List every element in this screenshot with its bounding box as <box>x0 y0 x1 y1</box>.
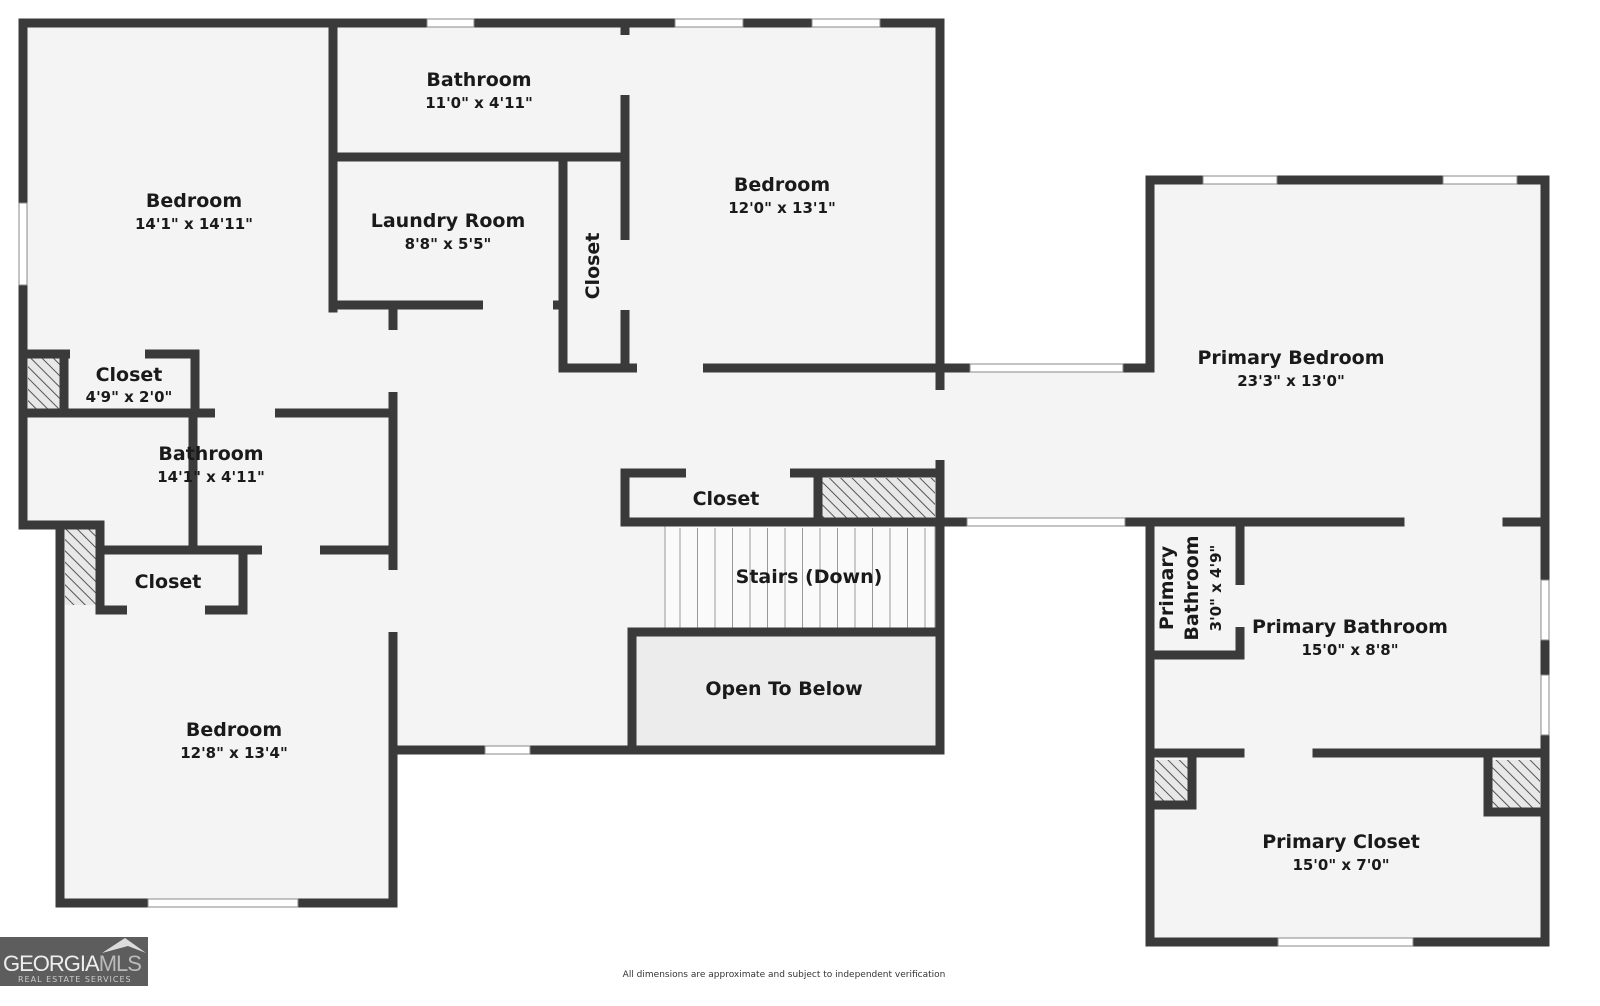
room-dims: 4'9" x 2'0" <box>86 388 173 406</box>
logo-text: GEORGIA <box>3 951 100 976</box>
room-name: Primary <box>1156 545 1178 630</box>
floors <box>23 23 1545 942</box>
room-name: Closet <box>96 364 163 386</box>
room-dims: 11'0" x 4'11" <box>425 94 533 112</box>
room-dims: 14'1" x 14'11" <box>135 215 253 233</box>
room-name: Closet <box>135 571 202 593</box>
disclaimer: All dimensions are approximate and subje… <box>622 970 946 980</box>
room-dims: 3'0" x 4'9" <box>1207 545 1225 632</box>
room-name: Bathroom <box>426 69 531 91</box>
room-name: Open To Below <box>705 678 862 700</box>
room-name: Primary Bathroom <box>1252 616 1448 638</box>
room-dims: 8'8" x 5'5" <box>405 235 492 253</box>
room-dims: 23'3" x 13'0" <box>1237 372 1345 390</box>
stairs <box>664 525 936 633</box>
room-dims: 14'1" x 4'11" <box>157 468 265 486</box>
room-name: Bathroom <box>158 443 263 465</box>
room-dims: 12'0" x 13'1" <box>728 199 836 217</box>
room-dims: 15'0" x 7'0" <box>1292 856 1389 874</box>
hatched-chases <box>28 356 1540 810</box>
windows <box>18 18 1550 947</box>
open-to-below-area <box>632 632 940 750</box>
room-name: Bedroom <box>146 190 242 212</box>
room-name: Closet <box>693 488 760 510</box>
room-name: Bedroom <box>734 174 830 196</box>
logo-subtitle: REAL ESTATE SERVICES <box>18 975 132 984</box>
room-name: Bedroom <box>186 719 282 741</box>
room-name: Closet <box>582 233 604 300</box>
room-name: Bathroom <box>1181 535 1203 640</box>
georgia-mls-logo: GEORGIAMLS REAL ESTATE SERVICES <box>0 937 148 986</box>
doorways <box>70 35 1245 632</box>
room-labels: Bedroom 14'1" x 14'11" Bathroom 11'0" x … <box>86 69 1448 874</box>
room-name: Stairs (Down) <box>736 566 883 588</box>
room-name: Primary Closet <box>1262 831 1420 853</box>
room-name: Laundry Room <box>371 210 526 232</box>
room-name: Primary Bedroom <box>1197 347 1384 369</box>
room-dims: 12'8" x 13'4" <box>180 744 288 762</box>
logo-text-mls: MLS <box>98 951 142 976</box>
room-dims: 15'0" x 8'8" <box>1301 641 1398 659</box>
